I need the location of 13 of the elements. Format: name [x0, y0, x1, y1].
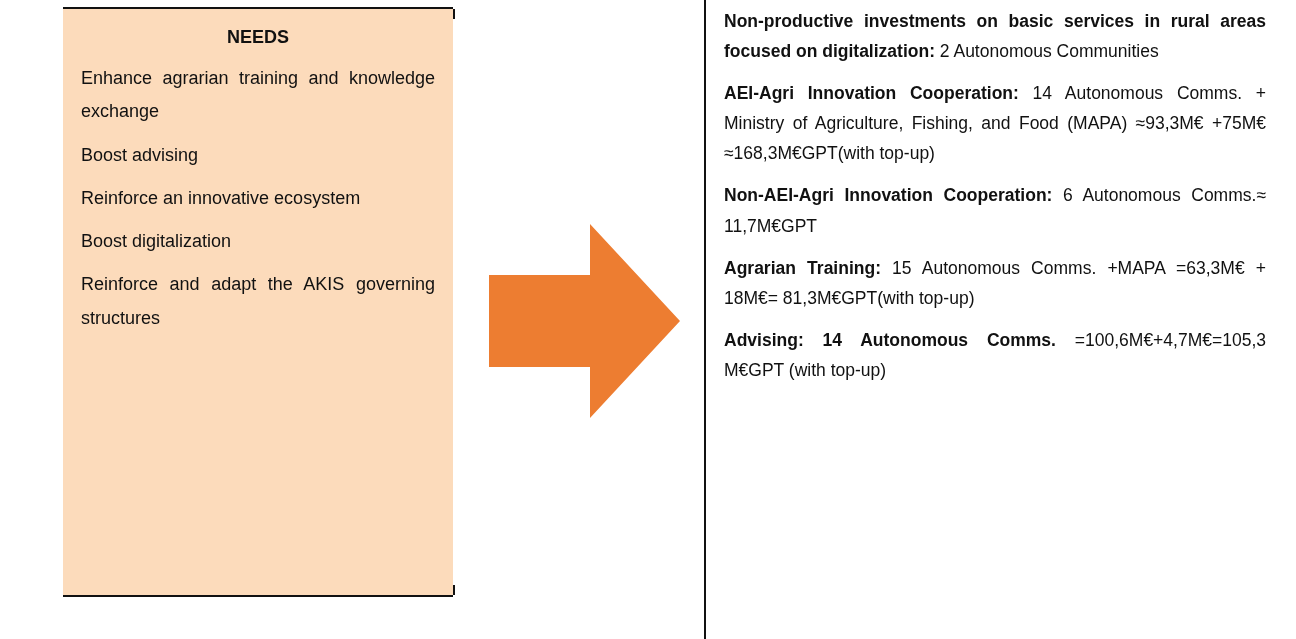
paragraph: Non-productive investments on basic services in rural areas focused on digitalization: 2 Autonomous Communities	[724, 10, 1266, 64]
paragraph: AEI-Agri Innovation Cooperation: 14 Autonomous Comms. + Ministry of Agriculture, Fishing, and Food (MAPA) ≈93,3M€ +75M€ ≈168,3M€GPT(with top-up)	[724, 82, 1266, 166]
paragraph: Enhance agrarian training and knowledge exchange	[81, 67, 435, 124]
panel-heading: NEEDS	[226, 27, 290, 48]
block-arrow	[489, 224, 680, 418]
text-panel	[63, 7, 453, 597]
paragraph: Boost advising	[81, 143, 200, 167]
paragraph: Non-AEI-Agri Innovation Cooperation: 6 Autonomous Comms.≈ 11,7M€GPT	[724, 184, 1266, 238]
paragraph: Reinforce an innovative ecosystem	[81, 186, 362, 210]
paragraph: Reinforce and adapt the AKIS governing structures	[81, 273, 435, 330]
paragraph: Agrarian Training: 15 Autonomous Comms. +MAPA =63,3M€ + 18M€= 81,3M€GPT(with top-up)	[724, 256, 1266, 310]
paragraph: Advising: 14 Autonomous Comms. =100,6M€+4,7M€=105,3 M€GPT (with top-up)	[724, 328, 1266, 382]
paragraph: Boost digitalization	[81, 230, 233, 254]
